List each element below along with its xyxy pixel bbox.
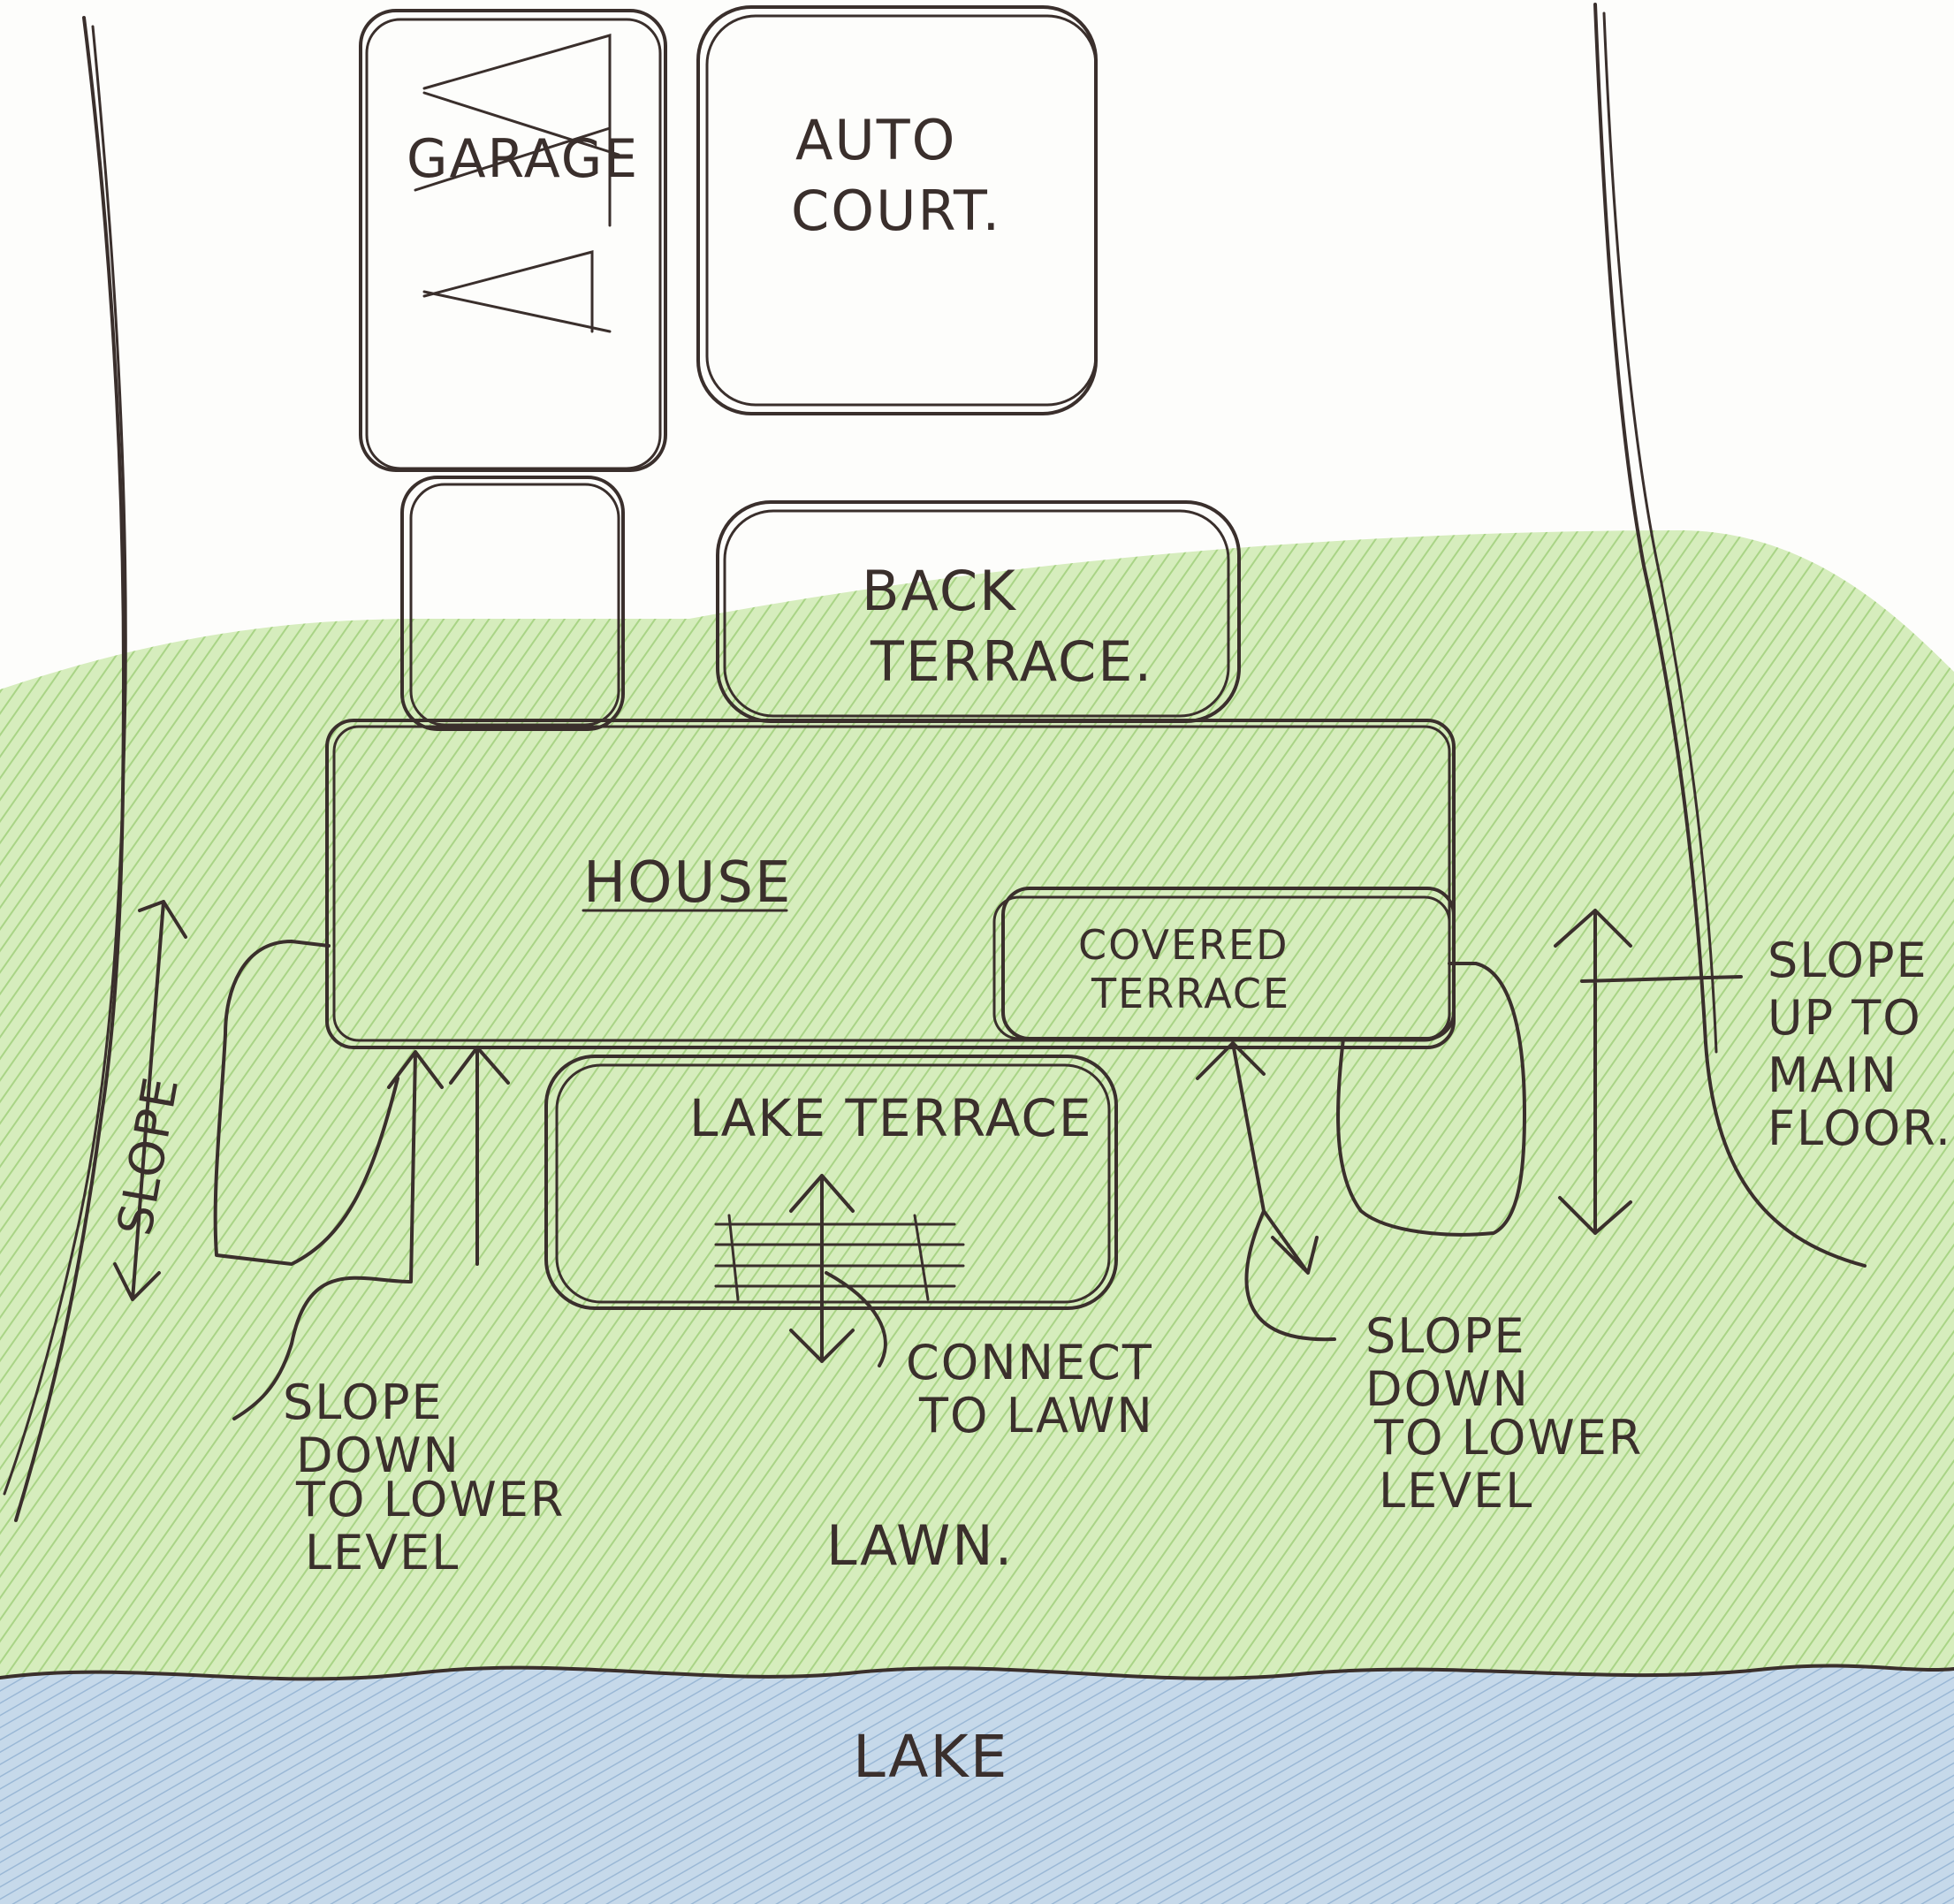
label-covered-terrace-2: TERRACE bbox=[1091, 970, 1290, 1017]
lake-terrace-outline-2 bbox=[555, 1063, 1111, 1304]
lake-terrace-steps bbox=[714, 1214, 965, 1301]
covered-terrace-outline-2 bbox=[992, 895, 1451, 1040]
label-back-terrace-1: BACK bbox=[862, 559, 1017, 623]
label-house: HOUSE bbox=[583, 850, 792, 916]
label-slope-down-left-1: SLOPE bbox=[283, 1375, 444, 1430]
label-lake: LAKE bbox=[853, 1723, 1008, 1791]
house-building bbox=[325, 719, 1456, 1049]
garage-outline-2 bbox=[365, 18, 662, 470]
lake-terrace bbox=[544, 1055, 1118, 1310]
label-slope-up-1: SLOPE bbox=[1768, 933, 1928, 988]
label-auto-court-2: COURT. bbox=[791, 179, 1001, 243]
property-line-right bbox=[1593, 3, 1867, 1268]
back-terrace-outline-2 bbox=[723, 509, 1230, 718]
lawn-area bbox=[0, 530, 1954, 1679]
property-line-right-2 bbox=[1602, 11, 1718, 1054]
label-connect-2: TO LAWN bbox=[918, 1388, 1154, 1443]
label-auto-court-1: AUTO bbox=[795, 108, 956, 172]
shoreline bbox=[0, 1664, 1954, 1681]
house-outline-2 bbox=[332, 725, 1451, 1042]
connect-arrow bbox=[789, 1174, 887, 1367]
label-slope-down-left-4: LEVEL bbox=[305, 1525, 460, 1580]
label-slope-up-4: FLOOR. bbox=[1768, 1101, 1952, 1156]
label-slope-down-right-1: SLOPE bbox=[1365, 1308, 1526, 1364]
lower-level-left bbox=[213, 940, 399, 1266]
garage-parking-marks bbox=[414, 34, 620, 333]
label-slope-up-2: UP TO bbox=[1768, 990, 1922, 1046]
label-slope-down-right-4: LEVEL bbox=[1379, 1463, 1533, 1519]
label-slope-up-3: MAIN bbox=[1768, 1047, 1898, 1103]
slope-arrow-left bbox=[113, 900, 187, 1301]
garage-annex-outline-2 bbox=[409, 483, 620, 727]
label-slope-down-right-3: TO LOWER bbox=[1373, 1410, 1643, 1466]
slope-up-arrow bbox=[1554, 909, 1743, 1235]
label-lawn: LAWN. bbox=[826, 1513, 1014, 1578]
label-slope-down-left-2: DOWN bbox=[296, 1428, 460, 1483]
lake-area bbox=[0, 1667, 1954, 1904]
property-line-left-2 bbox=[3, 25, 127, 1496]
slope-down-right-arrows bbox=[1196, 1041, 1336, 1342]
slope-down-left-arrows bbox=[232, 1046, 510, 1420]
label-connect-1: CONNECT bbox=[906, 1335, 1153, 1390]
lower-level-right bbox=[1336, 962, 1526, 1237]
label-covered-terrace-1: COVERED bbox=[1078, 921, 1289, 969]
auto-court-outline-2 bbox=[705, 14, 1098, 407]
label-slope-down-right-2: DOWN bbox=[1365, 1361, 1530, 1417]
garage-building bbox=[359, 9, 667, 472]
garage-annex bbox=[400, 476, 625, 731]
label-back-terrace-2: TERRACE. bbox=[870, 629, 1153, 694]
label-slope-down-left-3: TO LOWER bbox=[295, 1472, 565, 1527]
label-garage: GARAGE bbox=[407, 128, 639, 190]
label-lake-terrace: LAKE TERRACE bbox=[689, 1088, 1093, 1148]
